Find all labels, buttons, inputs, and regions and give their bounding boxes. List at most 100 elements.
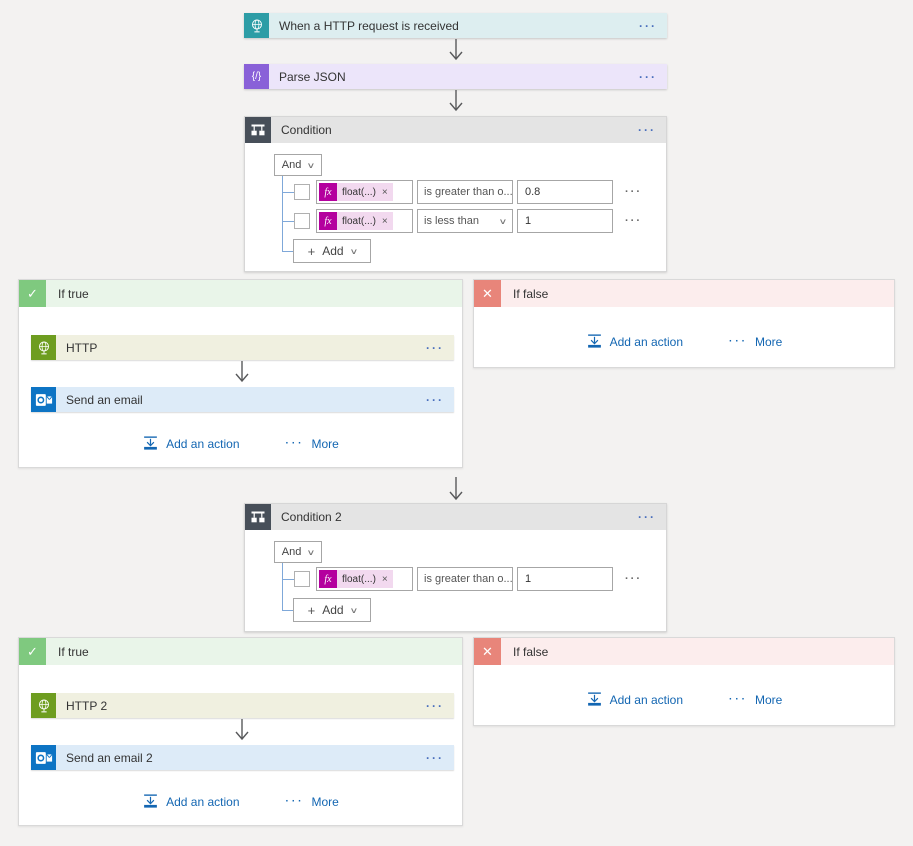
add-condition-button[interactable]: + Add ∨: [293, 239, 371, 263]
http-action-card[interactable]: HTTP ···: [31, 335, 454, 360]
add-action-icon: [587, 692, 601, 706]
condition-card-2: Condition 2 ··· And∨ fx float(...)× is g…: [244, 503, 667, 632]
operand-field[interactable]: fx float(...)×: [316, 180, 413, 204]
more-button[interactable]: ··· More: [285, 794, 339, 809]
http-action-menu-button[interactable]: ···: [426, 340, 444, 355]
chevron-down-icon: ∨: [306, 160, 316, 170]
add-action-button[interactable]: Add an action: [586, 691, 683, 708]
fx-icon: fx: [319, 212, 337, 230]
add-action-button[interactable]: Add an action: [586, 333, 683, 350]
if-false-1-header[interactable]: ✕ If false: [474, 280, 894, 307]
parse-json-menu-button[interactable]: ···: [639, 69, 657, 84]
send-email-2-menu-button[interactable]: ···: [426, 750, 444, 765]
outlook-icon: [31, 387, 56, 412]
trigger-title: When a HTTP request is received: [279, 18, 459, 33]
http-2-menu-button[interactable]: ···: [426, 698, 444, 713]
condition-2-header[interactable]: Condition 2 ···: [245, 504, 666, 530]
add-action-button[interactable]: Add an action: [142, 435, 240, 452]
row-checkbox[interactable]: [294, 184, 310, 200]
more-button[interactable]: ··· More: [285, 436, 339, 451]
operator-dropdown[interactable]: is less than∨: [417, 209, 513, 233]
fx-icon: fx: [319, 183, 337, 201]
http-2-action-card[interactable]: HTTP 2 ···: [31, 693, 454, 718]
tree-connector: [282, 192, 295, 193]
value-input[interactable]: [517, 209, 613, 233]
operator-dropdown[interactable]: is greater than o...∨: [417, 567, 513, 591]
send-email-action-card[interactable]: Send an email ···: [31, 387, 454, 412]
http-2-action-title: HTTP 2: [66, 698, 108, 713]
expression-token[interactable]: float(...)×: [337, 183, 393, 201]
flow-arrow: [235, 719, 249, 741]
fx-icon: fx: [319, 570, 337, 588]
operand-field[interactable]: fx float(...)×: [316, 567, 413, 591]
operand-field[interactable]: fx float(...)×: [316, 209, 413, 233]
row-menu-button[interactable]: ···: [625, 215, 642, 227]
add-action-button[interactable]: Add an action: [142, 793, 240, 810]
remove-token-icon[interactable]: ×: [381, 186, 388, 198]
remove-token-icon[interactable]: ×: [381, 215, 388, 227]
more-button[interactable]: ··· More: [729, 334, 783, 349]
if-false-2-title: If false: [513, 644, 549, 659]
send-email-menu-button[interactable]: ···: [426, 392, 444, 407]
add-action-icon: [144, 436, 157, 450]
check-icon: ✓: [19, 638, 46, 665]
trigger-menu-button[interactable]: ···: [639, 18, 657, 33]
condition-1-header[interactable]: Condition ···: [245, 117, 666, 143]
plus-icon: +: [307, 243, 316, 259]
if-true-branch-1: ✓ If true HTTP ··· Send an email ··· Add…: [18, 279, 463, 468]
more-dots-icon: ···: [285, 438, 305, 449]
branch-footer: Add an action ··· More: [19, 793, 462, 810]
row-checkbox[interactable]: [294, 213, 310, 229]
branch-footer: Add an action ··· More: [474, 333, 894, 350]
operator-dropdown[interactable]: is greater than o...∨: [417, 180, 513, 204]
condition-1-menu-button[interactable]: ···: [638, 123, 656, 137]
row-menu-button[interactable]: ···: [625, 186, 642, 198]
http-action-title: HTTP: [66, 340, 98, 355]
if-false-1-title: If false: [513, 286, 549, 301]
if-true-1-header[interactable]: ✓ If true: [19, 280, 462, 307]
condition-icon: [245, 117, 271, 143]
add-condition-button[interactable]: + Add ∨: [293, 598, 371, 622]
send-email-2-action-card[interactable]: Send an email 2 ···: [31, 745, 454, 770]
row-checkbox[interactable]: [294, 571, 310, 587]
condition-row: fx float(...)× is greater than o...∨ ···: [294, 567, 642, 591]
value-input[interactable]: [517, 567, 613, 591]
cross-icon: ✕: [474, 280, 501, 307]
if-true-2-title: If true: [58, 644, 89, 659]
if-false-2-header[interactable]: ✕ If false: [474, 638, 894, 665]
add-action-icon: [587, 334, 601, 348]
more-dots-icon: ···: [729, 336, 749, 347]
join-operator-dropdown[interactable]: And∨: [274, 154, 322, 176]
more-button[interactable]: ··· More: [729, 692, 783, 707]
if-true-2-header[interactable]: ✓ If true: [19, 638, 462, 665]
chevron-down-icon: ∨: [349, 605, 358, 615]
condition-row: fx float(...)× is greater than o...∨ ···: [294, 180, 642, 204]
add-action-icon: [144, 794, 157, 808]
condition-1-body: And∨ fx float(...)× is greater than o...…: [245, 143, 666, 271]
parse-json-title: Parse JSON: [279, 69, 346, 84]
join-operator-dropdown[interactable]: And∨: [274, 541, 322, 563]
expression-token[interactable]: float(...)×: [337, 570, 393, 588]
tree-connector: [282, 610, 293, 611]
value-input[interactable]: [517, 180, 613, 204]
outlook-icon: [31, 745, 56, 770]
tree-connector: [282, 251, 293, 252]
parse-json-card[interactable]: {/} Parse JSON ···: [244, 64, 667, 89]
condition-icon: [245, 504, 271, 530]
tree-connector: [282, 579, 295, 580]
chevron-down-icon: ∨: [306, 547, 316, 557]
condition-card-1: Condition ··· And∨ fx float(...)× is gre…: [244, 116, 667, 272]
flow-arrow: [449, 477, 463, 501]
condition-row: fx float(...)× is less than∨ ···: [294, 209, 642, 233]
if-true-1-title: If true: [58, 286, 89, 301]
branch-footer: Add an action ··· More: [19, 435, 462, 452]
cross-icon: ✕: [474, 638, 501, 665]
tree-connector: [282, 221, 295, 222]
chevron-down-icon: ∨: [498, 216, 508, 226]
row-menu-button[interactable]: ···: [625, 573, 642, 585]
expression-token[interactable]: float(...)×: [337, 212, 393, 230]
trigger-card[interactable]: When a HTTP request is received ···: [244, 13, 667, 38]
condition-2-menu-button[interactable]: ···: [638, 510, 656, 524]
remove-token-icon[interactable]: ×: [381, 573, 388, 585]
